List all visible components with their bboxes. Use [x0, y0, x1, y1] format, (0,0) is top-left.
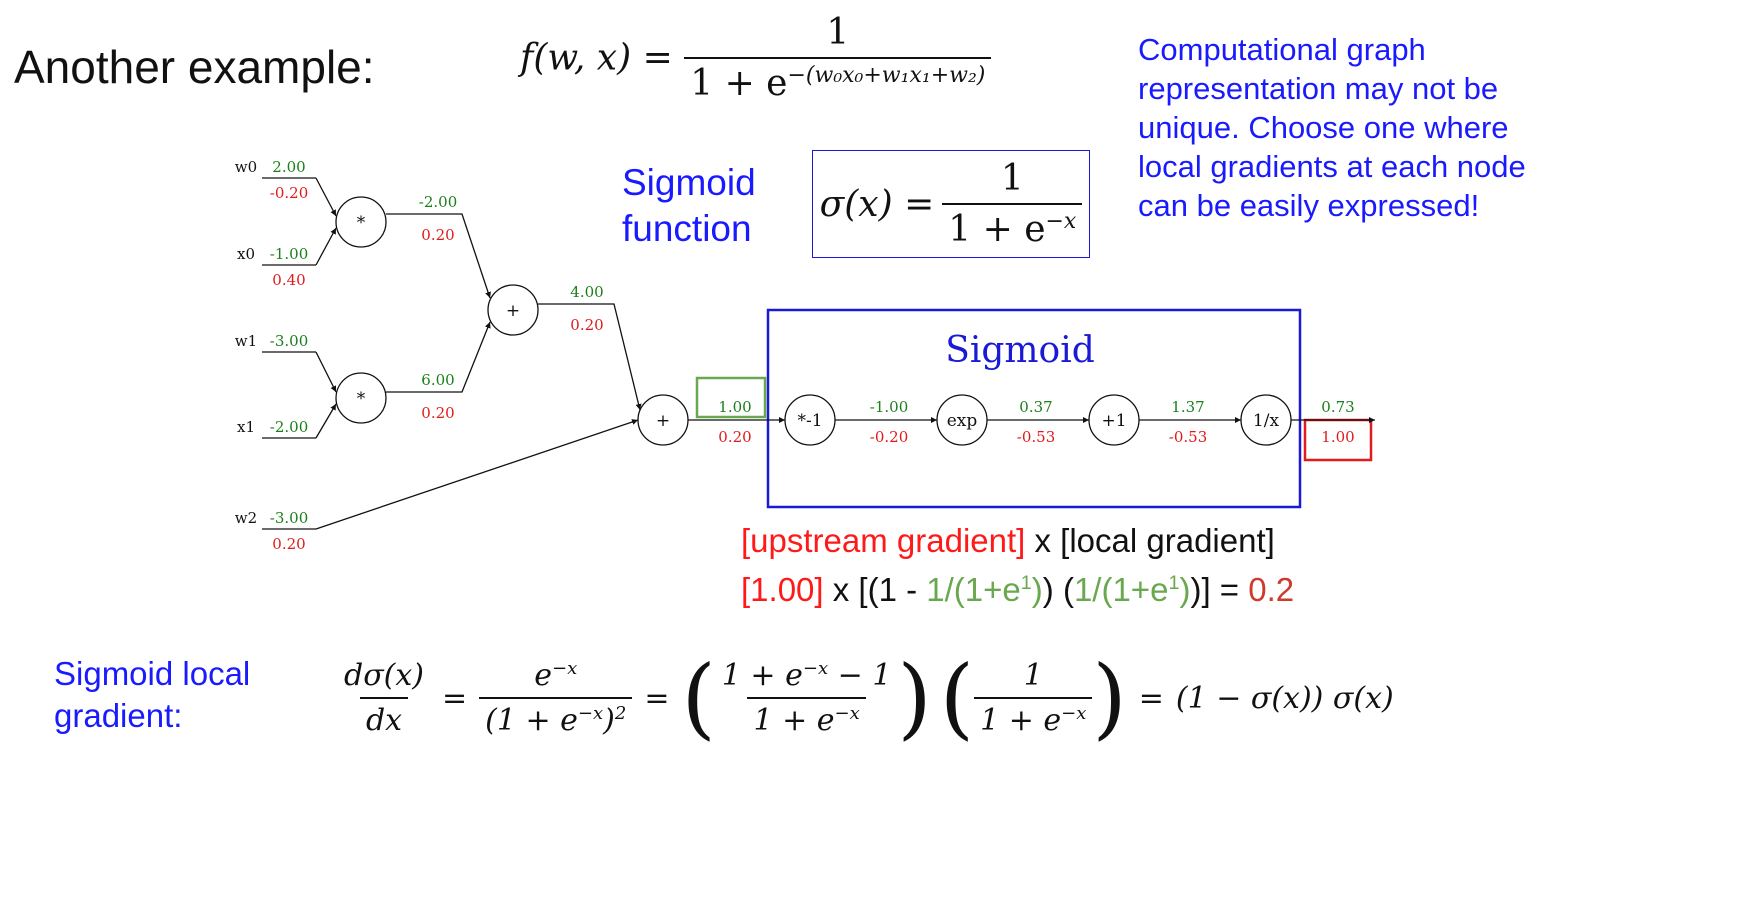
node-mul0 — [335, 196, 387, 248]
local-gradient-label: x [local gradient] — [1025, 522, 1275, 559]
function-formula: f(w, x) = 1 1 + e−(w₀x₀+w₁x₁+w₂) — [520, 12, 992, 104]
edge-grad-mul1-out: 0.20 — [421, 404, 454, 422]
edge-value-neg-out: -1.00 — [870, 398, 908, 416]
edge-grad-inv-out: 1.00 — [1321, 428, 1354, 446]
edge-grad-mul0-out: 0.20 — [421, 226, 454, 244]
calc-result: 0.2 — [1248, 571, 1295, 608]
node-label-mul0: * — [357, 213, 366, 233]
local-gradient-result: (1 − σ(x)) σ(x) — [1175, 680, 1394, 716]
input-name-w1: w1 — [235, 332, 257, 350]
edge-grad-neg-out: -0.20 — [870, 428, 908, 446]
node-label-add0: + — [506, 301, 520, 321]
sigmoid-function-label: Sigmoid function — [622, 160, 756, 252]
node-mul1 — [335, 372, 387, 424]
edge-value-add1-out: 1.00 — [718, 398, 751, 416]
sigmoid-input-highlight — [695, 376, 767, 419]
edge-value-inv-out: 0.73 — [1321, 398, 1354, 416]
input-edge-w2 — [315, 419, 639, 530]
function-formula-den: 1 + e−(w₀x₀+w₁x₁+w₂) — [684, 57, 992, 104]
gradient-calculation: [upstream gradient] x [local gradient] [… — [741, 520, 1294, 611]
upstream-value: [1.00] — [741, 571, 824, 608]
input-name-x1: x1 — [237, 418, 255, 436]
edge-grad-add1-out: 0.20 — [718, 428, 751, 446]
edge-value-mul0-out: -2.00 — [419, 193, 457, 211]
sigmoid-box-label: Sigmoid — [945, 330, 1095, 371]
input-edge-x1 — [315, 403, 337, 439]
input-grad-x0: 0.40 — [272, 271, 305, 289]
function-formula-fraction: 1 1 + e−(w₀x₀+w₁x₁+w₂) — [684, 12, 992, 104]
input-grad-w0: -0.20 — [270, 184, 308, 202]
sigmoid-function-label-line1: Sigmoid — [622, 162, 756, 203]
local-gradient-title: Sigmoid local gradient: — [54, 653, 250, 737]
input-edge-w1 — [315, 351, 337, 393]
uniqueness-note: Computational graph representation may n… — [1138, 32, 1526, 223]
upstream-gradient-label: [upstream gradient] — [741, 522, 1026, 559]
edge-value-plus1-out: 1.37 — [1171, 398, 1204, 416]
function-formula-exponent: −(w₀x₀+w₁x₁+w₂) — [787, 63, 986, 88]
derivative-fraction: dσ(x) dx — [344, 658, 425, 738]
sigmoid-fraction: 1 1 + e−x — [974, 658, 1093, 738]
input-value-w0: 2.00 — [272, 158, 305, 176]
function-formula-lhs: f(w, x) = — [520, 37, 673, 79]
local-gradient-title-line2: gradient: — [54, 697, 183, 734]
sigmoid-formula-den: 1 + e−x — [942, 203, 1083, 250]
node-add0 — [487, 284, 539, 336]
input-edge-w0 — [315, 177, 337, 217]
node-label-add1: + — [656, 411, 670, 431]
edge-grad-add0-out: 0.20 — [570, 316, 603, 334]
sigmoid-formula-lhs: σ(x) = — [819, 183, 935, 225]
input-edge-x0 — [315, 227, 337, 266]
local-gradient-formula: dσ(x) dx = e−x (1 + e−x)2 = ( 1 + e−x − … — [338, 638, 1394, 758]
sigmoid-term-1: 1/(1+e1) — [926, 571, 1043, 608]
edge-grad-exp-out: -0.53 — [1017, 428, 1055, 446]
input-value-w1: -3.00 — [270, 332, 308, 350]
edge-grad-plus1-out: -0.53 — [1169, 428, 1207, 446]
edge-mul1-out — [386, 321, 491, 393]
split-fraction: 1 + e−x − 1 1 + e−x — [721, 658, 892, 738]
local-gradient-title-line1: Sigmoid local — [54, 655, 251, 692]
edge-mul0-out — [386, 213, 491, 299]
input-value-w2: -3.00 — [270, 509, 308, 527]
input-value-x0: -1.00 — [270, 245, 308, 263]
input-name-w2: w2 — [235, 509, 257, 527]
input-value-x1: -2.00 — [270, 418, 308, 436]
node-label-mul1: * — [357, 389, 366, 409]
sigmoid-formula-fraction: 1 1 + e−x — [942, 158, 1083, 250]
node-label-plus1: +1 — [1101, 411, 1126, 431]
sigmoid-function-label-line2: function — [622, 208, 752, 249]
node-label-neg: *-1 — [797, 411, 822, 431]
function-formula-num: 1 — [826, 12, 850, 53]
sigmoid-box — [766, 308, 1302, 509]
edge-value-mul1-out: 6.00 — [421, 371, 454, 389]
node-label-exp: exp — [947, 411, 978, 431]
sigmoid-formula-num: 1 — [1000, 158, 1024, 199]
sigmoid-term-2: 1/(1+e1) — [1073, 571, 1191, 608]
sigmoid-formula-box: σ(x) = 1 1 + e−x — [812, 150, 1090, 258]
node-label-inv: 1/x — [1253, 411, 1280, 431]
input-name-w0: w0 — [235, 158, 257, 176]
slide-title: Another example: — [14, 41, 375, 93]
edge-value-exp-out: 0.37 — [1019, 398, 1052, 416]
calc-line-1: [upstream gradient] x [local gradient] — [741, 520, 1294, 562]
edge-value-add0-out: 4.00 — [570, 283, 603, 301]
input-name-x0: x0 — [237, 245, 255, 263]
exp-over-square-fraction: e−x (1 + e−x)2 — [479, 658, 633, 738]
input-grad-w2: 0.20 — [272, 535, 305, 553]
calc-line-2: [1.00] x [(1 - 1/(1+e1)) (1/(1+e1))] = 0… — [741, 571, 1295, 608]
graph-layer: Sigmoid w0 2.00 -0.20 x0 -1.00 0.40 w1 -3.00 x1 -2… — [235, 158, 1375, 553]
edge-add0-out — [538, 303, 642, 411]
